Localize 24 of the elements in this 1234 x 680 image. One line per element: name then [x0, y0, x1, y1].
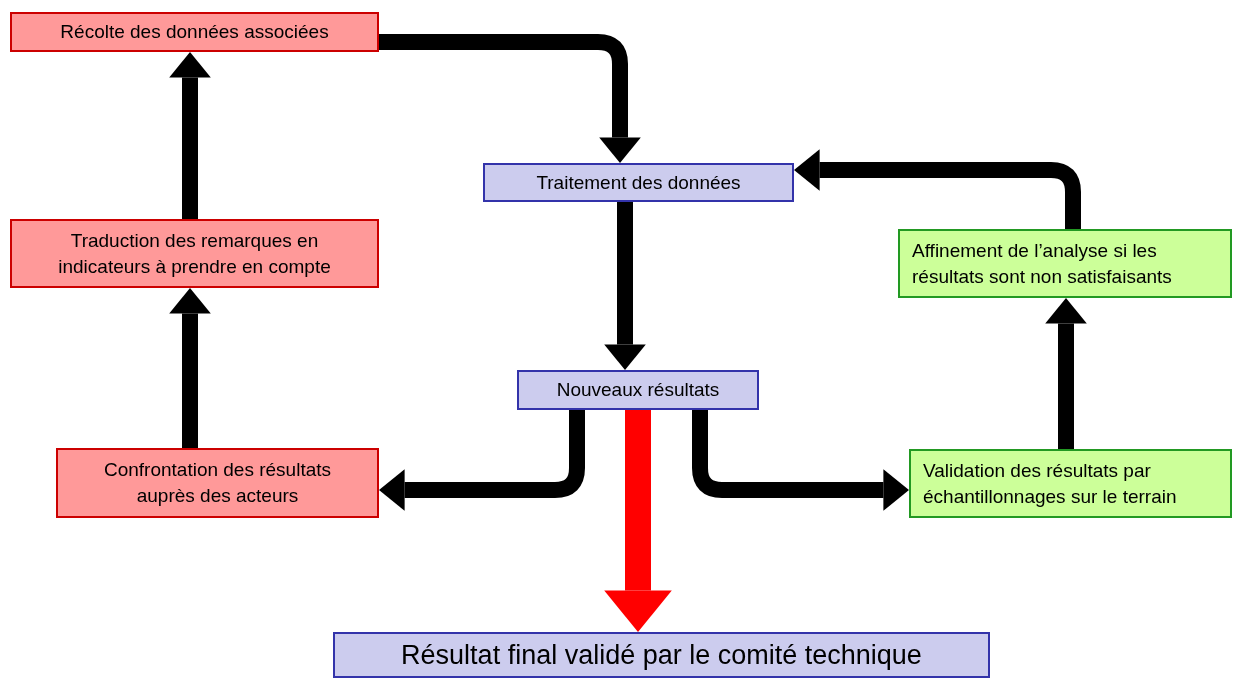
- process-box: [898, 229, 1232, 298]
- arrow: [604, 410, 672, 632]
- arrow: [1045, 298, 1087, 449]
- arrow: [169, 288, 211, 448]
- arrow: [604, 202, 646, 370]
- process-box: [517, 370, 759, 410]
- arrow: [692, 410, 909, 511]
- process-box: [333, 632, 990, 678]
- box-label: Récolte des données associées: [59, 20, 330, 45]
- arrow: [169, 52, 211, 219]
- box-label: Confrontation des résultats auprès des acteurs: [102, 458, 333, 508]
- box-label: Affinement de l’analyse si les résultats sont non satisfaisants: [912, 238, 1173, 289]
- box-label: Validation des résultats par échantillonnages sur le terrain: [923, 458, 1178, 509]
- process-box: [909, 449, 1232, 518]
- process-box: [10, 219, 379, 288]
- arrow: [379, 34, 641, 163]
- box-label: Traitement des données: [535, 170, 742, 195]
- box-label: Nouveaux résultats: [555, 378, 721, 403]
- process-box: [10, 12, 379, 52]
- box-label: Résultat final validé par le comité technique: [400, 638, 923, 672]
- arrow: [379, 410, 585, 511]
- process-box: [56, 448, 379, 518]
- box-label: Traduction des remarques en indicateurs à prendre en compte: [57, 228, 332, 279]
- process-box: [483, 163, 794, 202]
